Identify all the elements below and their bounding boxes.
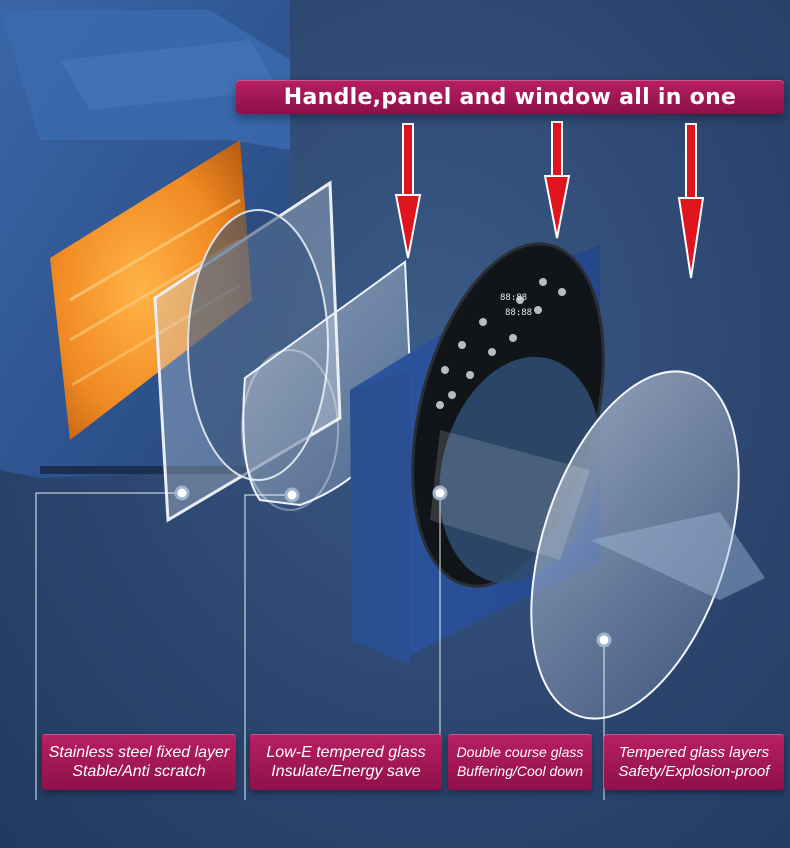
label-stainless-steel-line2: Stable/Anti scratch [72,763,206,780]
title-banner: Handle,panel and window all in one [236,80,784,114]
panel-display-2: 88:88 [505,308,532,318]
label-double-course-glass-line2: Buffering/Cool down [456,763,584,779]
label-double-course-glass: Double course glass Buffering/Cool down [448,734,592,790]
oven-cavity-glow [50,140,252,440]
label-stainless-steel-line1: Stainless steel fixed layer [48,744,230,761]
panel-display-1: 88:88 [500,293,527,303]
label-double-course-glass-line1: Double course glass [456,744,584,760]
callout-dots [174,485,612,648]
leader-lines [35,492,605,800]
label-tempered-glass: Tempered glass layers Safety/Explosion-p… [604,734,784,790]
arrow-middle [543,121,571,239]
label-low-e-glass-line1: Low-E tempered glass [266,744,426,761]
tempered-glass-disc [530,370,765,720]
label-tempered-glass-line1: Tempered glass layers [618,744,770,761]
label-low-e-glass-line2: Insulate/Energy save [271,763,421,780]
panel-touch-buttons [436,278,566,409]
arrow-left [394,123,422,259]
label-stainless-steel: Stainless steel fixed layer Stable/Anti … [42,734,236,790]
arrow-right [677,123,705,279]
air-fryer-oven-body [0,0,290,478]
label-low-e-glass: Low-E tempered glass Insulate/Energy sav… [250,734,442,790]
title-text: Handle,panel and window all in one [283,84,737,110]
label-tempered-glass-line2: Safety/Explosion-proof [618,763,770,780]
